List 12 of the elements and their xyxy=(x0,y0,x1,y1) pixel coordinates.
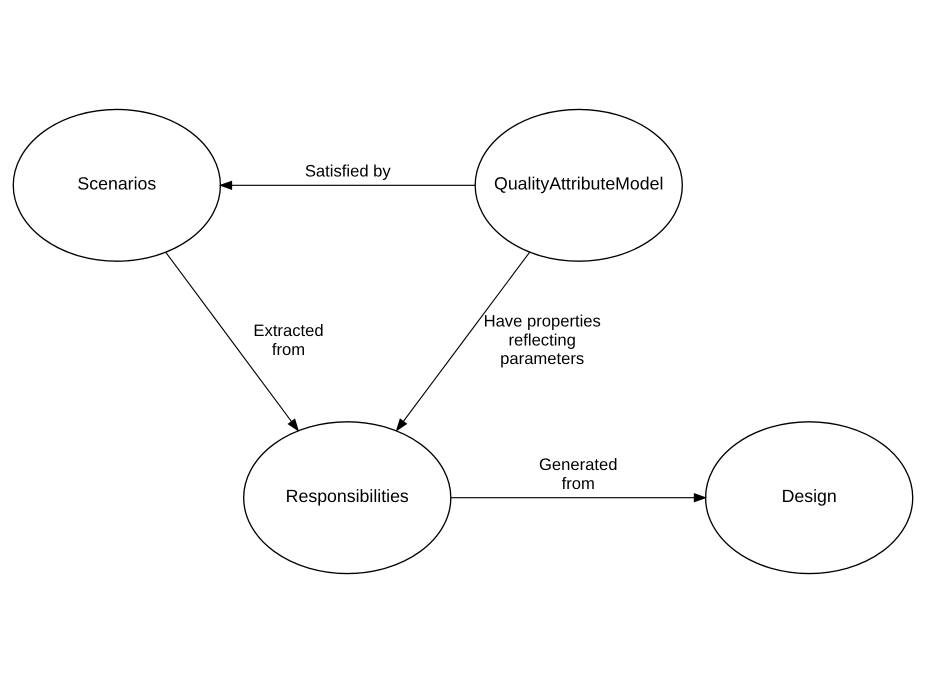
edge-label: Have properties reflecting parameters xyxy=(484,312,601,368)
arrow xyxy=(396,252,530,432)
edge-label: Satisfied by xyxy=(304,161,391,180)
arrow xyxy=(450,493,708,502)
node-ellipse: Scenarios xyxy=(12,108,222,262)
arrow xyxy=(166,252,300,432)
node-ellipse: Responsibilities xyxy=(243,421,452,574)
node-ellipse: Design xyxy=(704,421,914,574)
edge-label: Generated from xyxy=(538,454,618,493)
node-ellipse: QualityAttributeModel xyxy=(474,108,683,262)
arrow xyxy=(218,180,476,190)
edge-label: Extracted from xyxy=(253,320,324,359)
